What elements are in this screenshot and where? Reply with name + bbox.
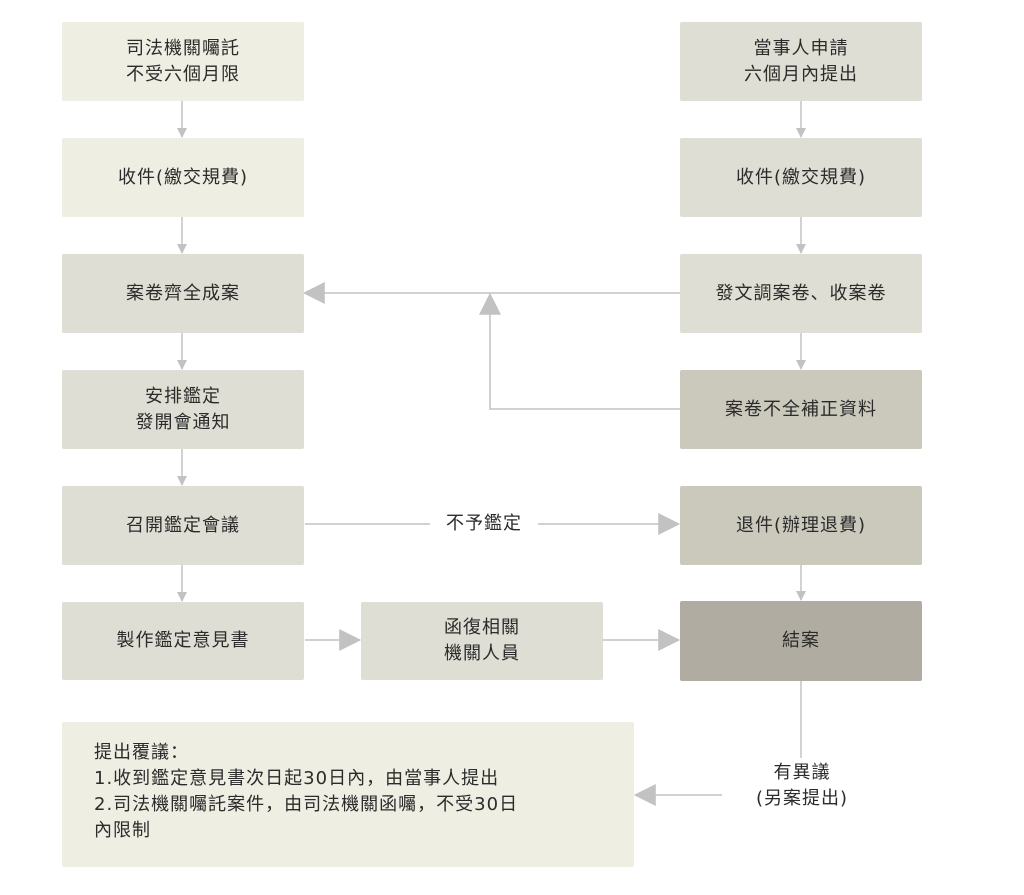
note-line-3: 內限制 <box>94 820 151 841</box>
right-box-case-closed: 結案 <box>680 601 922 681</box>
left-box-write-opinion: 製作鑑定意見書 <box>62 602 304 680</box>
left-box-receive-fee: 收件(繳交規費) <box>62 138 304 217</box>
right-box-party-application: 當事人申請 六個月內提出 <box>680 22 922 101</box>
right-box-receive-fee: 收件(繳交規費) <box>680 138 922 217</box>
left-box-arrange-appraisal: 安排鑑定 發開會通知 <box>62 370 304 449</box>
label-no-appraisal: 不予鑑定 <box>430 511 538 537</box>
note-line-1: 1.收到鑑定意見書次日起30日內，由當事人提出 <box>94 768 500 789</box>
arrow-incomplete-loop <box>479 292 680 410</box>
left-box-appraisal-meeting: 召開鑑定會議 <box>62 486 304 565</box>
left-box-case-complete: 案卷齊全成案 <box>62 254 304 333</box>
left-box-judicial-request: 司法機關囑託 不受六個月限 <box>62 22 304 101</box>
middle-box-reply-agencies: 函復相關 機關人員 <box>361 602 603 680</box>
right-box-return-refund: 退件(辦理退費) <box>680 486 922 565</box>
note-line-2: 2.司法機關囑託案件，由司法機關函囑，不受30日 <box>94 794 519 815</box>
reconsideration-note: 提出覆議： 1.收到鑑定意見書次日起30日內，由當事人提出 2.司法機關囑託案件… <box>62 722 634 867</box>
note-title: 提出覆議： <box>94 742 189 763</box>
label-objection: 有異議 (另案提出) <box>722 760 882 812</box>
right-box-dispatch-files: 發文調案卷、收案卷 <box>680 254 922 333</box>
right-box-supplement-files: 案卷不全補正資料 <box>680 370 922 449</box>
